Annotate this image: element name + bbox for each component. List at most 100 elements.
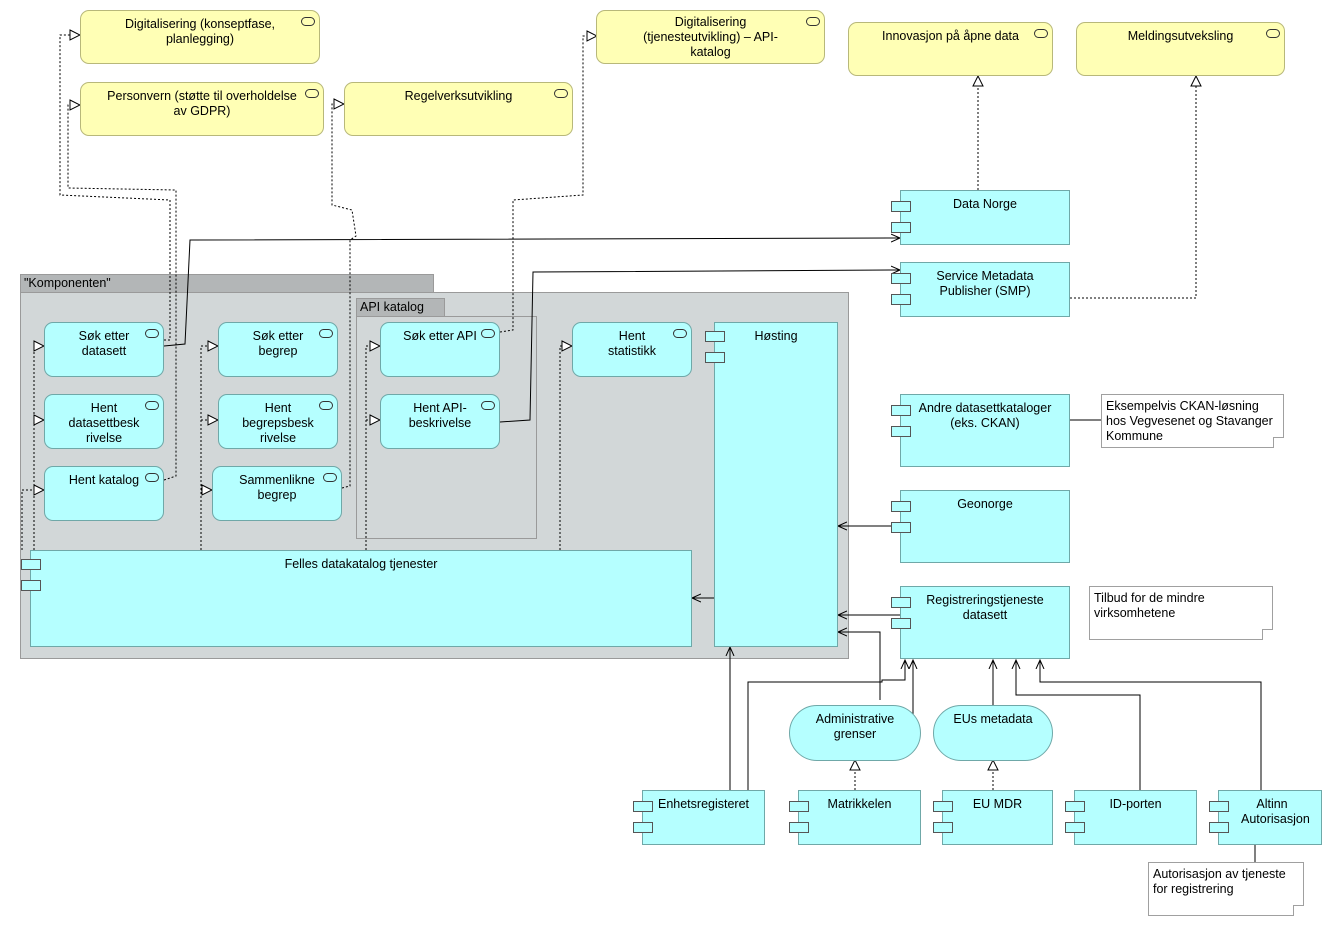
label: Innovasjon på åpne data: [882, 29, 1019, 43]
label: Søk etter API: [403, 329, 477, 343]
data-object-eus-metadata[interactable]: EUs metadata: [933, 705, 1053, 761]
business-service-personvern[interactable]: Personvern (støtte til overholdelse av G…: [80, 82, 324, 136]
label: Altinn Autorisasjon: [1241, 797, 1310, 826]
component-icon: [633, 801, 653, 812]
note-mindre-virksomheter: Tilbud for de mindre virksomhetene: [1089, 586, 1273, 640]
component-icon: [891, 201, 911, 212]
app-service-sok-api[interactable]: Søk etter API: [380, 322, 500, 377]
label: Meldingsutveksling: [1127, 29, 1234, 43]
component-icon: [891, 426, 911, 437]
component-smp[interactable]: Service Metadata Publisher (SMP): [891, 262, 1070, 317]
app-service-sok-begrep[interactable]: Søk etter begrep: [218, 322, 338, 377]
component-icon: [891, 294, 911, 305]
service-icon: [319, 401, 333, 410]
component-icon: [1065, 801, 1085, 812]
component-eu-mdr[interactable]: EU MDR: [933, 790, 1053, 845]
service-icon: [1266, 29, 1280, 38]
component-matrikkelen[interactable]: Matrikkelen: [789, 790, 921, 845]
component-icon: [891, 501, 911, 512]
app-service-hent-begrepsbeskrivelse[interactable]: Hent begrepsbesk rivelse: [218, 394, 338, 449]
label: Høsting: [754, 329, 798, 343]
service-icon: [481, 329, 495, 338]
component-icon: [705, 352, 725, 363]
component-geonorge[interactable]: Geonorge: [891, 490, 1070, 563]
business-service-digitalisering-konsept[interactable]: Digitalisering (konseptfase, planlegging…: [80, 10, 320, 64]
label: Hent katalog: [68, 473, 140, 487]
app-service-hent-statistikk[interactable]: Hent statistikk: [572, 322, 692, 377]
app-service-hent-api[interactable]: Hent API-beskrivelse: [380, 394, 500, 449]
component-icon: [789, 801, 809, 812]
label: Hent API-beskrivelse: [408, 401, 472, 430]
business-service-innovasjon[interactable]: Innovasjon på åpne data: [848, 22, 1053, 76]
component-icon: [789, 822, 809, 833]
label: Sammenlikne begrep: [239, 473, 315, 502]
service-icon: [145, 401, 159, 410]
business-service-digitalisering-tjeneste[interactable]: Digitalisering (tjenesteutvikling) – API…: [596, 10, 825, 64]
label: Enhetsregisteret: [657, 797, 750, 811]
label: Geonorge: [957, 497, 1013, 511]
app-service-sammenlikne-begrep[interactable]: Sammenlikne begrep: [212, 466, 342, 521]
label: Felles datakatalog tjenester: [284, 557, 438, 571]
component-icon: [1065, 822, 1085, 833]
label: Andre datasettkataloger (eks. CKAN): [918, 401, 1052, 430]
component-icon: [21, 559, 41, 570]
label: EU MDR: [972, 797, 1023, 811]
component-icon: [705, 331, 725, 342]
component-enhetsregisteret[interactable]: Enhetsregisteret: [633, 790, 765, 845]
label: EUs metadata: [953, 712, 1033, 726]
label: Matrikkelen: [827, 797, 892, 811]
group-api-katalog-tab: API katalog: [356, 298, 445, 317]
note-text: Tilbud for de mindre virksomhetene: [1094, 591, 1205, 620]
component-icon: [891, 405, 911, 416]
component-icon: [891, 522, 911, 533]
label: Søk etter begrep: [252, 329, 304, 358]
service-icon: [301, 17, 315, 26]
service-icon: [319, 329, 333, 338]
label: Digitalisering (konseptfase, planlegging…: [124, 17, 276, 46]
component-icon: [933, 801, 953, 812]
component-andre-datasettkataloger[interactable]: Andre datasettkataloger (eks. CKAN): [891, 394, 1070, 467]
service-icon: [673, 329, 687, 338]
data-object-admin-grenser[interactable]: Administrative grenser: [789, 705, 921, 761]
component-icon: [891, 597, 911, 608]
component-icon: [1209, 801, 1229, 812]
note-text: Eksempelvis CKAN-løsning hos Vegvesenet …: [1106, 399, 1273, 443]
component-icon: [633, 822, 653, 833]
service-icon: [554, 89, 568, 98]
label: Administrative grenser: [815, 712, 895, 741]
component-icon: [933, 822, 953, 833]
component-icon: [891, 222, 911, 233]
component-felles-datakatalog[interactable]: Felles datakatalog tjenester: [21, 550, 692, 647]
component-id-porten[interactable]: ID-porten: [1065, 790, 1197, 845]
note-autorisasjon: Autorisasjon av tjeneste for registrerin…: [1148, 862, 1304, 916]
label: Søk etter datasett: [78, 329, 130, 358]
label: Registreringstjeneste datasett: [926, 593, 1044, 622]
service-icon: [305, 89, 319, 98]
component-icon: [891, 273, 911, 284]
label: Data Norge: [953, 197, 1017, 211]
label: Hent begrepsbesk rivelse: [242, 401, 314, 445]
label: Personvern (støtte til overholdelse av G…: [107, 89, 297, 118]
app-service-sok-datasett[interactable]: Søk etter datasett: [44, 322, 164, 377]
label: Regelverksutvikling: [404, 89, 513, 103]
service-icon: [481, 401, 495, 410]
component-hosting[interactable]: Høsting: [705, 322, 838, 647]
label: ID-porten: [1109, 797, 1162, 811]
service-icon: [806, 17, 820, 26]
app-service-hent-datasettbeskrivelse[interactable]: Hent datasettbesk rivelse: [44, 394, 164, 449]
component-altinn[interactable]: Altinn Autorisasjon: [1209, 790, 1322, 845]
component-registreringstjeneste[interactable]: Registreringstjeneste datasett: [891, 586, 1070, 659]
service-icon: [145, 473, 159, 482]
label: Service Metadata Publisher (SMP): [936, 269, 1034, 298]
note-text: Autorisasjon av tjeneste for registrerin…: [1153, 867, 1286, 896]
business-service-meldingsutveksling[interactable]: Meldingsutveksling: [1076, 22, 1285, 76]
component-icon: [1209, 822, 1229, 833]
service-icon: [145, 329, 159, 338]
label: Hent statistikk: [608, 329, 656, 358]
component-data-norge[interactable]: Data Norge: [891, 190, 1070, 245]
business-service-regelverk[interactable]: Regelverksutvikling: [344, 82, 573, 136]
app-service-hent-katalog[interactable]: Hent katalog: [44, 466, 164, 521]
component-icon: [891, 618, 911, 629]
component-icon: [21, 580, 41, 591]
